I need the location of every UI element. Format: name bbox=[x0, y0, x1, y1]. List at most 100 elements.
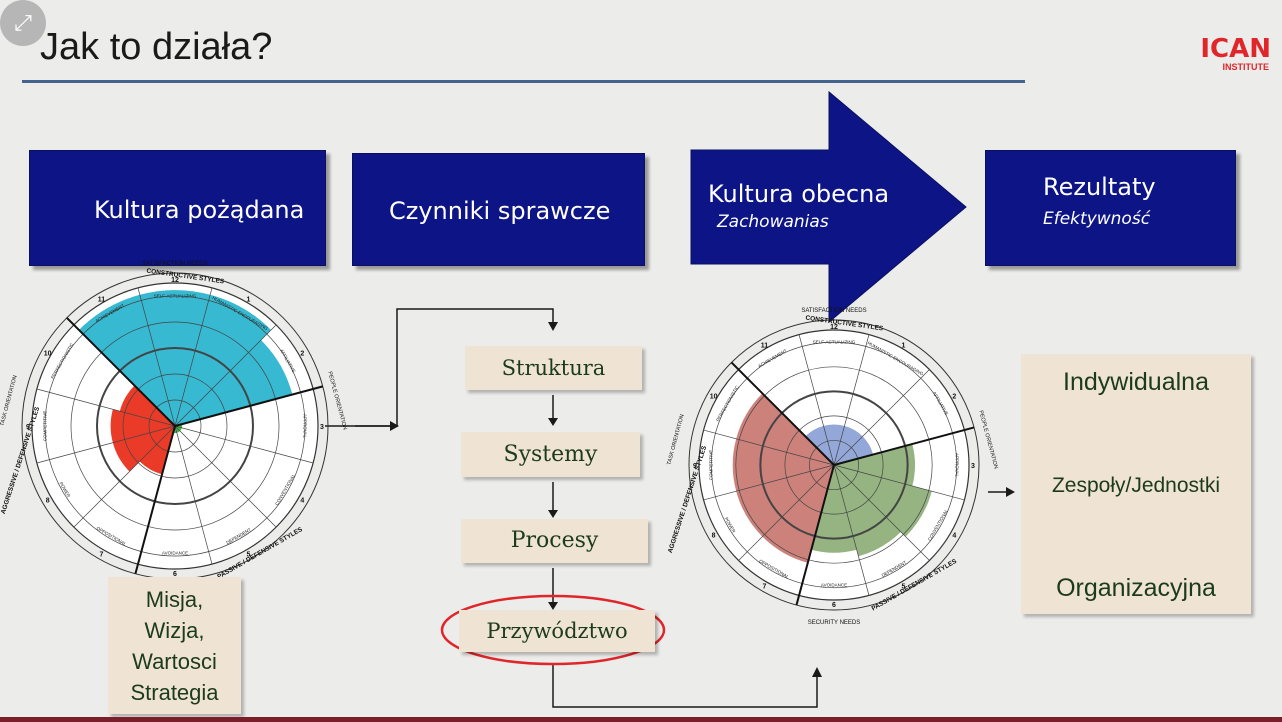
profile-segment bbox=[110, 409, 175, 443]
sector-number: 4 bbox=[952, 533, 956, 540]
style-label: COMPETITIVE bbox=[42, 411, 47, 442]
arrowhead bbox=[548, 322, 558, 331]
arrowhead bbox=[548, 418, 558, 426]
grid-spoke bbox=[833, 464, 930, 561]
sector-number: 8 bbox=[46, 498, 50, 505]
quadrant-divider bbox=[730, 361, 835, 466]
grid-spoke bbox=[833, 464, 965, 501]
grid-spoke bbox=[36, 388, 176, 427]
profile-segment bbox=[119, 385, 175, 426]
sector-number: 5 bbox=[247, 551, 251, 558]
title-divider bbox=[22, 80, 1025, 83]
expand-icon[interactable]: ⤢ bbox=[0, 0, 46, 46]
grid-spoke bbox=[703, 464, 835, 501]
sector-number: 12 bbox=[171, 277, 179, 284]
grid-spoke bbox=[738, 464, 835, 561]
grid-spoke bbox=[174, 425, 213, 565]
sector-number: 1 bbox=[247, 297, 251, 304]
sector-number: 6 bbox=[832, 602, 836, 609]
driver-label: Systemy bbox=[503, 442, 598, 467]
quadrant-divider bbox=[66, 317, 176, 427]
grid-ring bbox=[809, 440, 859, 490]
profile-segment bbox=[112, 426, 175, 472]
satisfaction-needs-label: SATISFACTION NEEDS bbox=[142, 261, 207, 267]
sector-number: 3 bbox=[320, 424, 324, 431]
ican-logo: ICAN INSTITUTE bbox=[1183, 36, 1271, 72]
sector-number: 1 bbox=[902, 343, 906, 350]
sector-number: 7 bbox=[100, 551, 104, 558]
sector-number: 4 bbox=[300, 498, 304, 505]
sector-number: 3 bbox=[971, 463, 975, 470]
people-orientation-label: PEOPLE ORIENTATION bbox=[326, 371, 347, 431]
grid-spoke bbox=[174, 425, 277, 528]
sector-number: 11 bbox=[98, 297, 106, 304]
mission-line: Wartosci bbox=[132, 649, 217, 674]
arrow-label: Kultura obecna bbox=[708, 180, 890, 208]
sector-number: 10 bbox=[44, 351, 52, 358]
grid-spoke bbox=[798, 334, 835, 466]
quadrant-divider bbox=[134, 425, 176, 575]
profile-segment bbox=[175, 340, 293, 426]
sector-number: 9 bbox=[26, 424, 30, 431]
profile-segment bbox=[834, 465, 932, 537]
sector-number: 5 bbox=[902, 583, 906, 590]
grid-spoke bbox=[174, 287, 213, 427]
box-results: Rezultaty Efektywność bbox=[985, 150, 1236, 266]
bottom-rule bbox=[0, 717, 1282, 722]
profile-segment bbox=[834, 444, 915, 486]
sector-number: 6 bbox=[173, 571, 177, 578]
driver-structure: Struktura bbox=[465, 346, 642, 390]
security-needs-label: SECURITY NEEDS bbox=[808, 620, 861, 626]
driver-leadership: Przywództwo bbox=[459, 610, 655, 652]
leadership-highlight bbox=[440, 594, 666, 666]
sector-number: 11 bbox=[761, 343, 769, 350]
profile-segment bbox=[736, 465, 834, 537]
box-desired-culture-label: Kultura pożądana bbox=[94, 196, 305, 224]
results-panel: Indywidualna Zespoły/Jednostki Organizac… bbox=[1021, 354, 1251, 614]
style-label: COMPETITIVE bbox=[709, 450, 714, 481]
result-individual: Indywidualna bbox=[1063, 368, 1209, 396]
profile-segment bbox=[823, 424, 845, 465]
grid-ring bbox=[96, 347, 254, 505]
sector-number: 2 bbox=[952, 394, 956, 401]
profile-segment bbox=[78, 294, 175, 426]
profile-segment bbox=[139, 426, 175, 475]
connector-feedback bbox=[552, 665, 818, 708]
sector-number: 9 bbox=[693, 463, 697, 470]
style-label: SELF-ACTUALIZING bbox=[813, 340, 856, 345]
logo-main: ICAN bbox=[1200, 34, 1271, 64]
arrowhead bbox=[548, 510, 558, 518]
arrow-sublabel: Zachowanias bbox=[717, 212, 829, 232]
quadrant-divider bbox=[174, 385, 324, 427]
satisfaction-needs-label: SATISFACTION NEEDS bbox=[801, 308, 866, 314]
current-culture-arrow bbox=[690, 90, 967, 324]
mission-line: Strategia bbox=[130, 680, 219, 705]
profile-segment bbox=[736, 393, 834, 465]
quadrant-divider bbox=[795, 464, 835, 606]
grid-spoke bbox=[36, 425, 176, 464]
arrowhead bbox=[548, 602, 558, 610]
profile-segment bbox=[762, 465, 834, 563]
style-label: AVOIDANCE bbox=[162, 551, 188, 556]
arrowhead bbox=[390, 421, 399, 431]
grid-ring bbox=[784, 415, 884, 515]
style-label: AVOIDANCE bbox=[821, 583, 847, 588]
box-results-sublabel: Efektywność bbox=[1043, 209, 1151, 229]
driver-systems: Systemy bbox=[461, 432, 640, 477]
grid-spoke bbox=[833, 369, 930, 466]
task-orientation-label: TASK ORIENTATION bbox=[666, 414, 685, 466]
sector-number: 2 bbox=[300, 351, 304, 358]
grid-spoke bbox=[73, 425, 176, 528]
mission-panel: Misja, Wizja, Wartosci Strategia bbox=[108, 577, 241, 714]
result-organizational: Organizacyjna bbox=[1056, 574, 1216, 602]
arrowhead bbox=[1006, 487, 1015, 497]
box-results-label: Rezultaty bbox=[1043, 173, 1156, 201]
grid-spoke bbox=[833, 334, 870, 466]
grid-spoke bbox=[174, 324, 277, 427]
profile-segment bbox=[175, 294, 272, 426]
style-label: SELF-ACTUALIZING bbox=[154, 293, 197, 298]
box-causal-factors-label: Czynniki sprawcze bbox=[389, 197, 611, 225]
grid-ring bbox=[148, 399, 202, 453]
